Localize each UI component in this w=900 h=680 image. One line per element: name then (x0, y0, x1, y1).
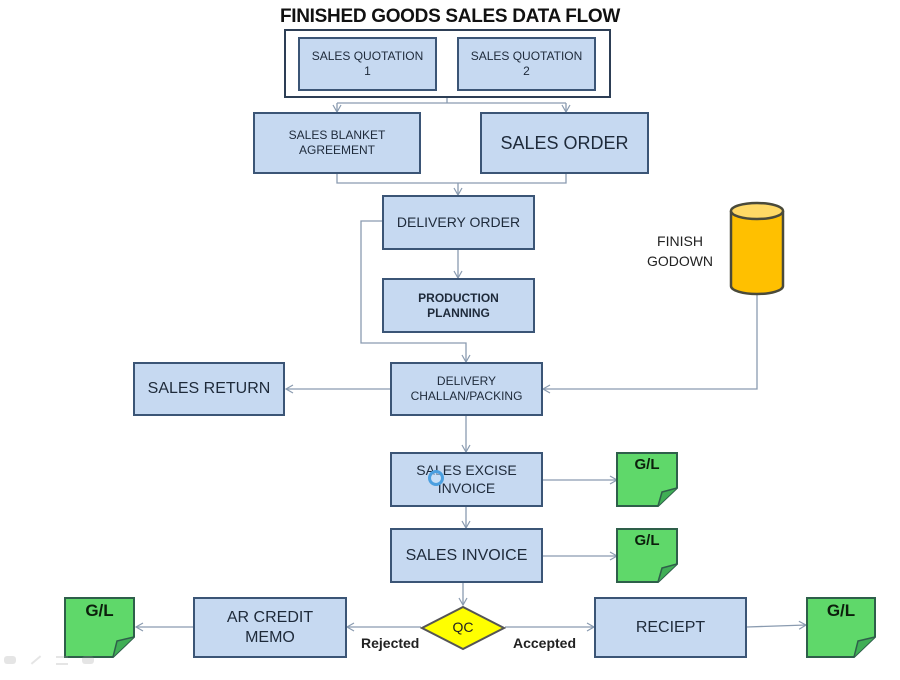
menu-icon[interactable] (56, 655, 68, 665)
connector-godown-to-challan (541, 295, 758, 394)
node-ar-credit-memo[interactable]: AR CREDIT MEMO (193, 597, 347, 658)
node-delivery-challan-packing[interactable]: DELIVERY CHALLAN/PACKING (390, 362, 543, 416)
gl-document-icon (616, 452, 678, 507)
connector-receipt-to-gl (746, 620, 808, 630)
finish-godown-label: FINISH GODOWN (646, 233, 714, 269)
back-arrow-icon[interactable] (4, 656, 16, 664)
qc-decision-diamond[interactable] (420, 605, 506, 651)
edge-label-accepted: Accepted (513, 635, 577, 651)
connector-quotations (337, 97, 566, 104)
node-production-planning[interactable]: PRODUCTION PLANNING (382, 278, 535, 333)
gl-document-credit-memo[interactable]: G/L (64, 597, 135, 658)
node-sales-quotation-2[interactable]: SALES QUOTATION 2 (457, 37, 596, 91)
node-label: SALES ORDER (500, 132, 629, 153)
gl-document-icon (616, 528, 678, 583)
node-label: DELIVERY ORDER (396, 213, 521, 230)
node-label: SALES BLANKET AGREEMENT (288, 128, 386, 157)
node-sales-order[interactable]: SALES ORDER (480, 112, 649, 174)
node-label: RECIEPT (635, 618, 706, 636)
node-sales-excise-invoice[interactable]: SALES EXCISE INVOICE (390, 452, 543, 507)
node-reciept[interactable]: RECIEPT (594, 597, 747, 658)
connector-blanket-down (336, 173, 567, 184)
gl-label: G/L (826, 601, 856, 620)
node-label: SALES EXCISE INVOICE (416, 462, 517, 496)
gl-document-invoice[interactable]: G/L (616, 528, 678, 583)
node-label: SALES INVOICE (405, 546, 528, 564)
node-label: PRODUCTION PLANNING (418, 290, 499, 320)
node-label: SALES RETURN (147, 380, 271, 397)
gl-label: G/L (634, 532, 660, 549)
node-label: DELIVERY CHALLAN/PACKING (410, 374, 523, 403)
gl-document-icon (64, 597, 135, 658)
finish-godown-cylinder-icon[interactable] (728, 201, 786, 297)
node-label: SALES QUOTATION 2 (470, 49, 583, 78)
connector-do-bypass (360, 220, 471, 364)
gl-document-icon (806, 597, 876, 658)
diagram-title: FINISHED GOODS SALES DATA FLOW (279, 6, 621, 27)
node-sales-quotation-1[interactable]: SALES QUOTATION 1 (298, 37, 437, 91)
gl-label: G/L (634, 456, 660, 473)
forward-arrow-icon[interactable] (82, 656, 94, 664)
pen-icon[interactable] (30, 655, 42, 665)
qc-label: QC (452, 619, 474, 635)
node-sales-invoice[interactable]: SALES INVOICE (390, 528, 543, 583)
node-sales-blanket-agreement[interactable]: SALES BLANKET AGREEMENT (253, 112, 421, 174)
gl-label: G/L (85, 601, 114, 620)
node-sales-return[interactable]: SALES RETURN (133, 362, 285, 416)
cursor-indicator (428, 470, 444, 486)
slideshow-toolbar (4, 652, 114, 668)
node-label: SALES QUOTATION 1 (311, 49, 424, 78)
node-label: AR CREDIT MEMO (226, 608, 314, 646)
node-delivery-order[interactable]: DELIVERY ORDER (382, 195, 535, 250)
edge-label-rejected: Rejected (361, 635, 420, 651)
gl-document-excise[interactable]: G/L (616, 452, 678, 507)
gl-document-receipt[interactable]: G/L (806, 597, 876, 658)
